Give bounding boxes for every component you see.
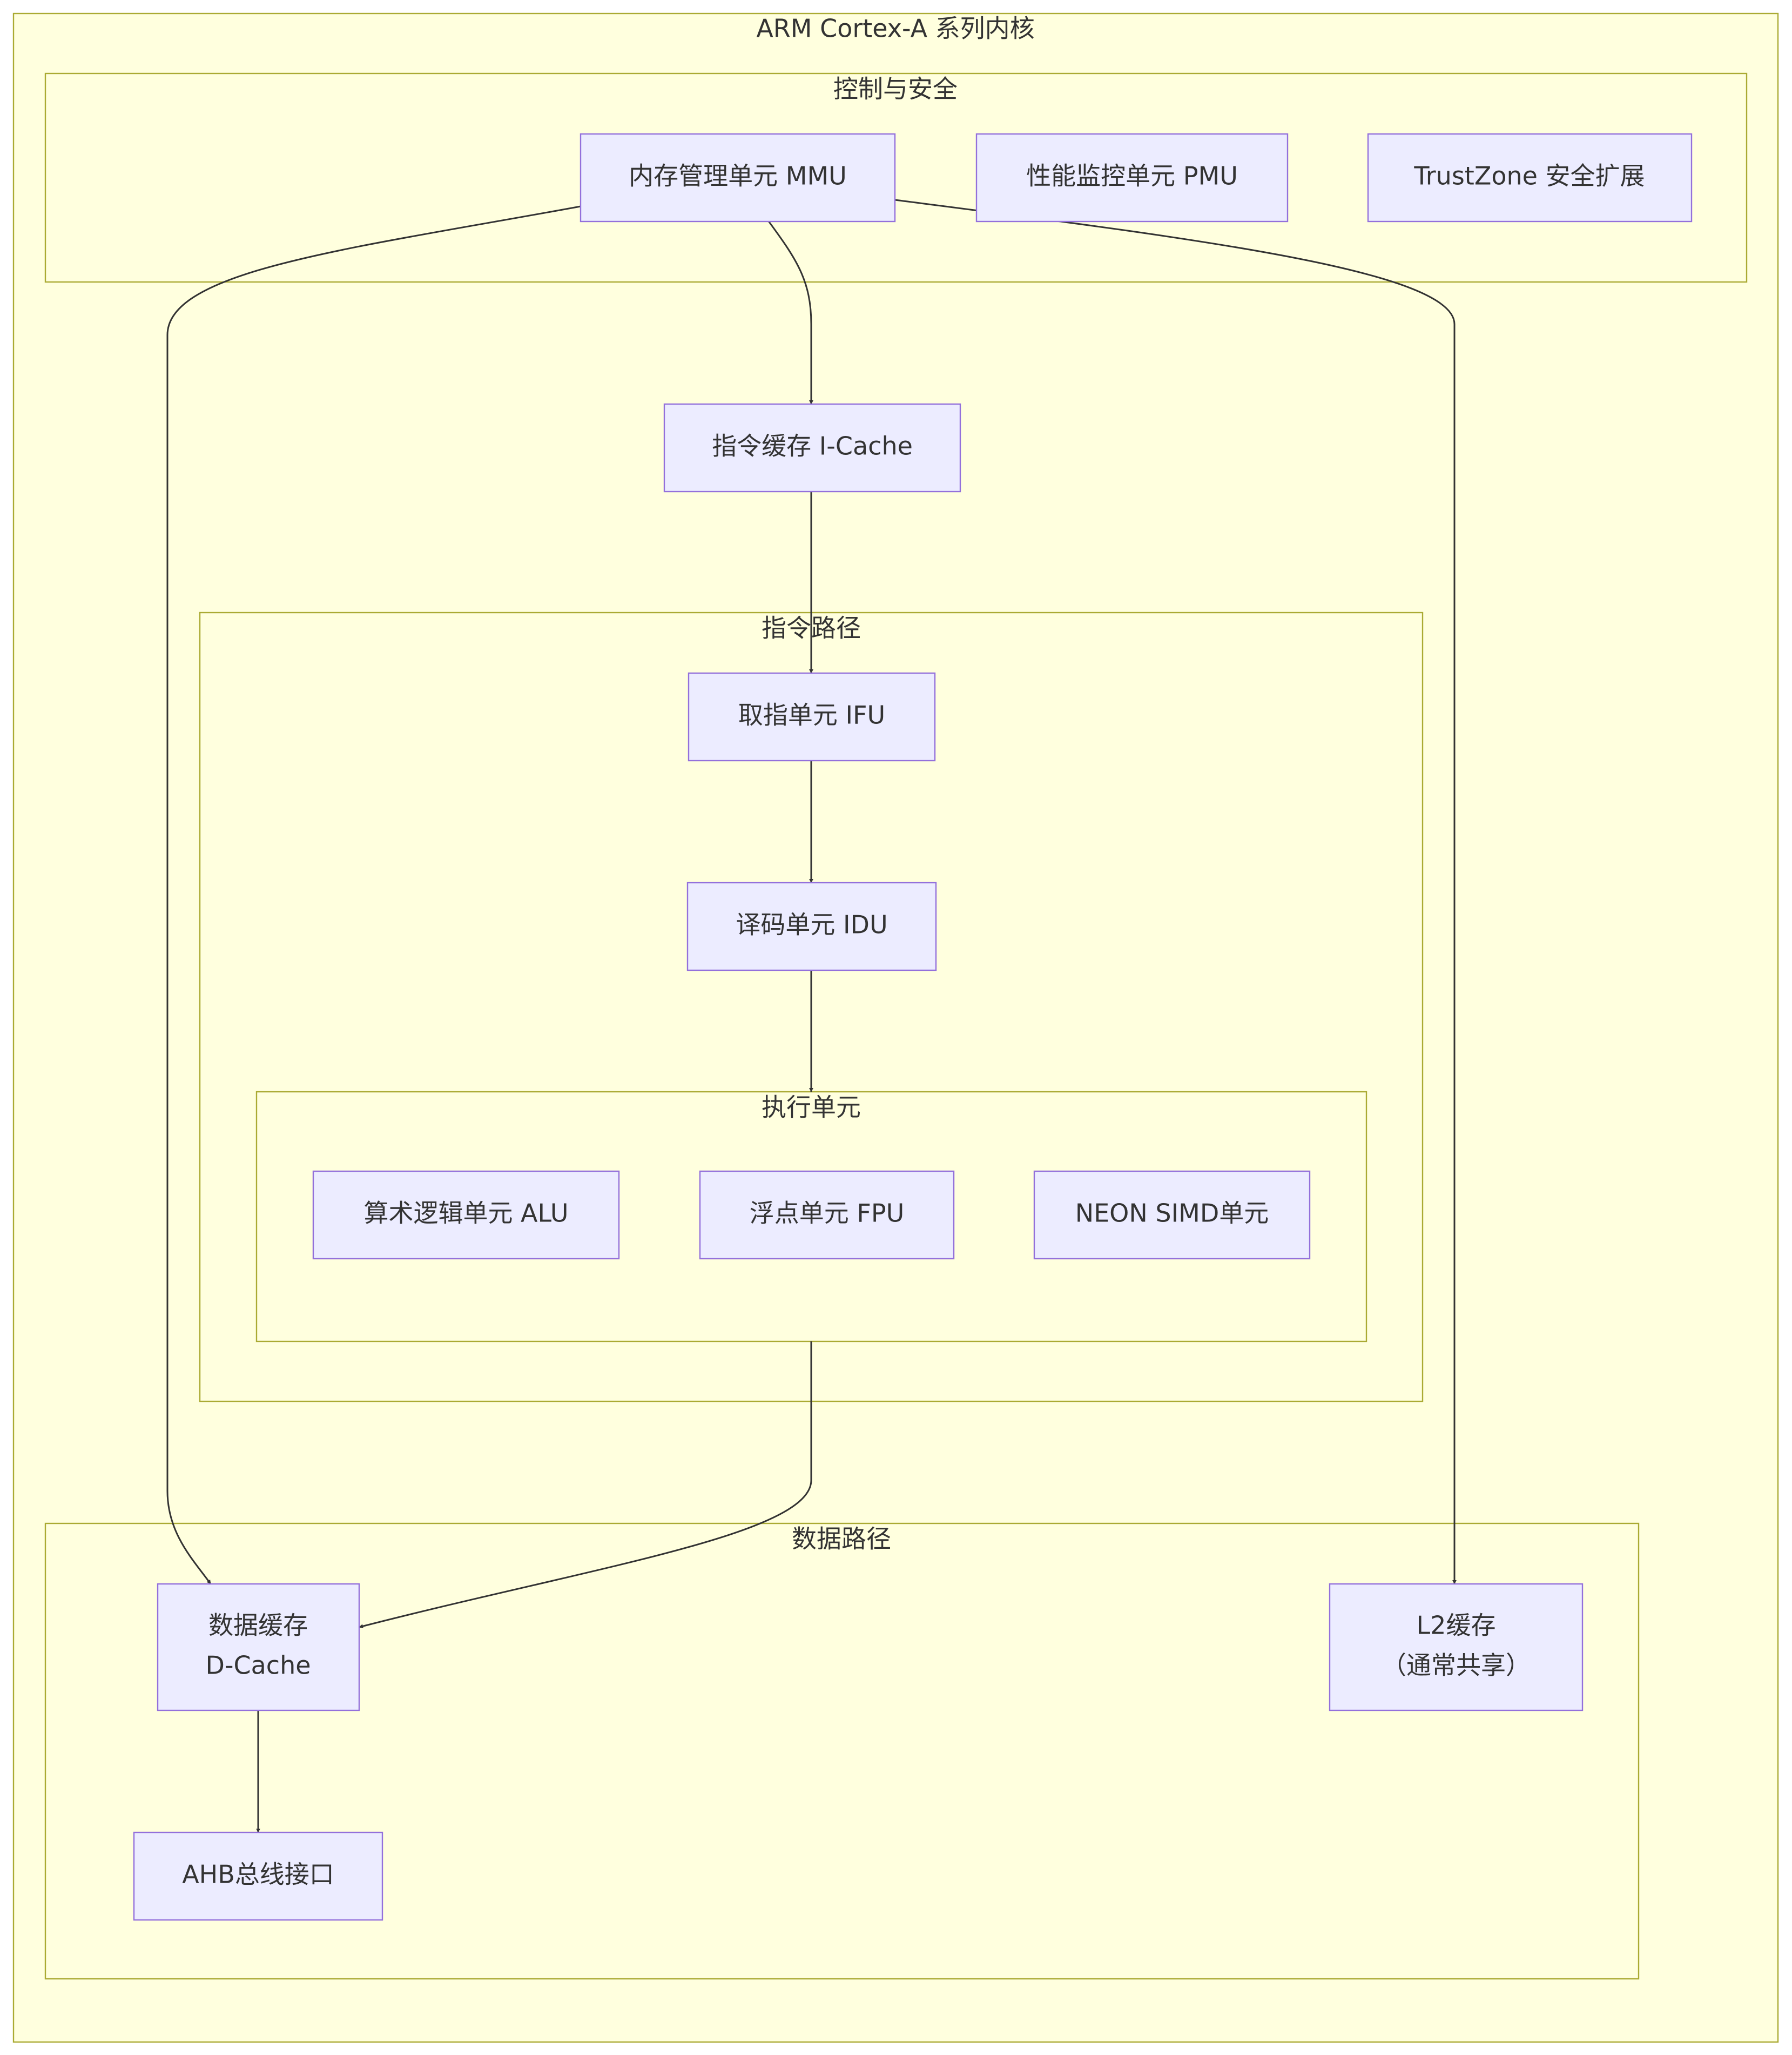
node-ahb-label: AHB总线接口 bbox=[182, 1860, 334, 1889]
node-ahb[interactable]: AHB总线接口 bbox=[133, 1831, 383, 1921]
node-fpu[interactable]: 浮点单元 FPU bbox=[699, 1170, 955, 1260]
node-dcache-label-line2: D-Cache bbox=[205, 1651, 311, 1680]
node-neon[interactable]: NEON SIMD单元 bbox=[1033, 1170, 1311, 1260]
node-fpu-label: 浮点单元 FPU bbox=[750, 1199, 905, 1228]
cluster-data-title: 数据路径 bbox=[792, 1525, 891, 1554]
node-alu[interactable]: 算术逻辑单元 ALU bbox=[312, 1170, 620, 1260]
node-ifu[interactable]: 取指单元 IFU bbox=[688, 672, 936, 762]
node-ifu-label: 取指单元 IFU bbox=[738, 701, 885, 730]
node-idu[interactable]: 译码单元 IDU bbox=[686, 882, 937, 971]
cluster-control-title: 控制与安全 bbox=[833, 75, 958, 104]
edge-mmu-dcache bbox=[166, 205, 581, 1584]
cluster-execution-title: 执行单元 bbox=[762, 1093, 861, 1122]
node-icache-label: 指令缓存 I-Cache bbox=[712, 432, 913, 461]
node-neon-label: NEON SIMD单元 bbox=[1075, 1199, 1269, 1228]
node-mmu[interactable]: 内存管理单元 MMU bbox=[580, 133, 896, 223]
node-pmu-label: 性能监控单元 PMU bbox=[1026, 162, 1238, 191]
cluster-core-title: ARM Cortex-A 系列内核 bbox=[756, 14, 1034, 43]
node-l2-label-line1: L2缓存 bbox=[1417, 1611, 1496, 1640]
node-l2[interactable]: L2缓存 （通常共享） bbox=[1329, 1583, 1584, 1711]
edge-execution-dcache bbox=[359, 1341, 812, 1629]
node-dcache-label-line1: 数据缓存 bbox=[208, 1611, 308, 1640]
node-icache[interactable]: 指令缓存 I-Cache bbox=[663, 403, 961, 493]
node-mmu-label: 内存管理单元 MMU bbox=[629, 162, 847, 191]
node-alu-label: 算术逻辑单元 ALU bbox=[363, 1199, 568, 1228]
node-trustzone-label: TrustZone 安全扩展 bbox=[1413, 162, 1645, 191]
node-l2-label-line2: （通常共享） bbox=[1382, 1651, 1531, 1680]
node-pmu[interactable]: 性能监控单元 PMU bbox=[975, 133, 1289, 223]
node-trustzone[interactable]: TrustZone 安全扩展 bbox=[1367, 133, 1693, 223]
edge-mmu-icache bbox=[767, 220, 813, 405]
node-idu-label: 译码单元 IDU bbox=[736, 910, 887, 939]
node-dcache[interactable]: 数据缓存 D-Cache bbox=[157, 1583, 360, 1711]
